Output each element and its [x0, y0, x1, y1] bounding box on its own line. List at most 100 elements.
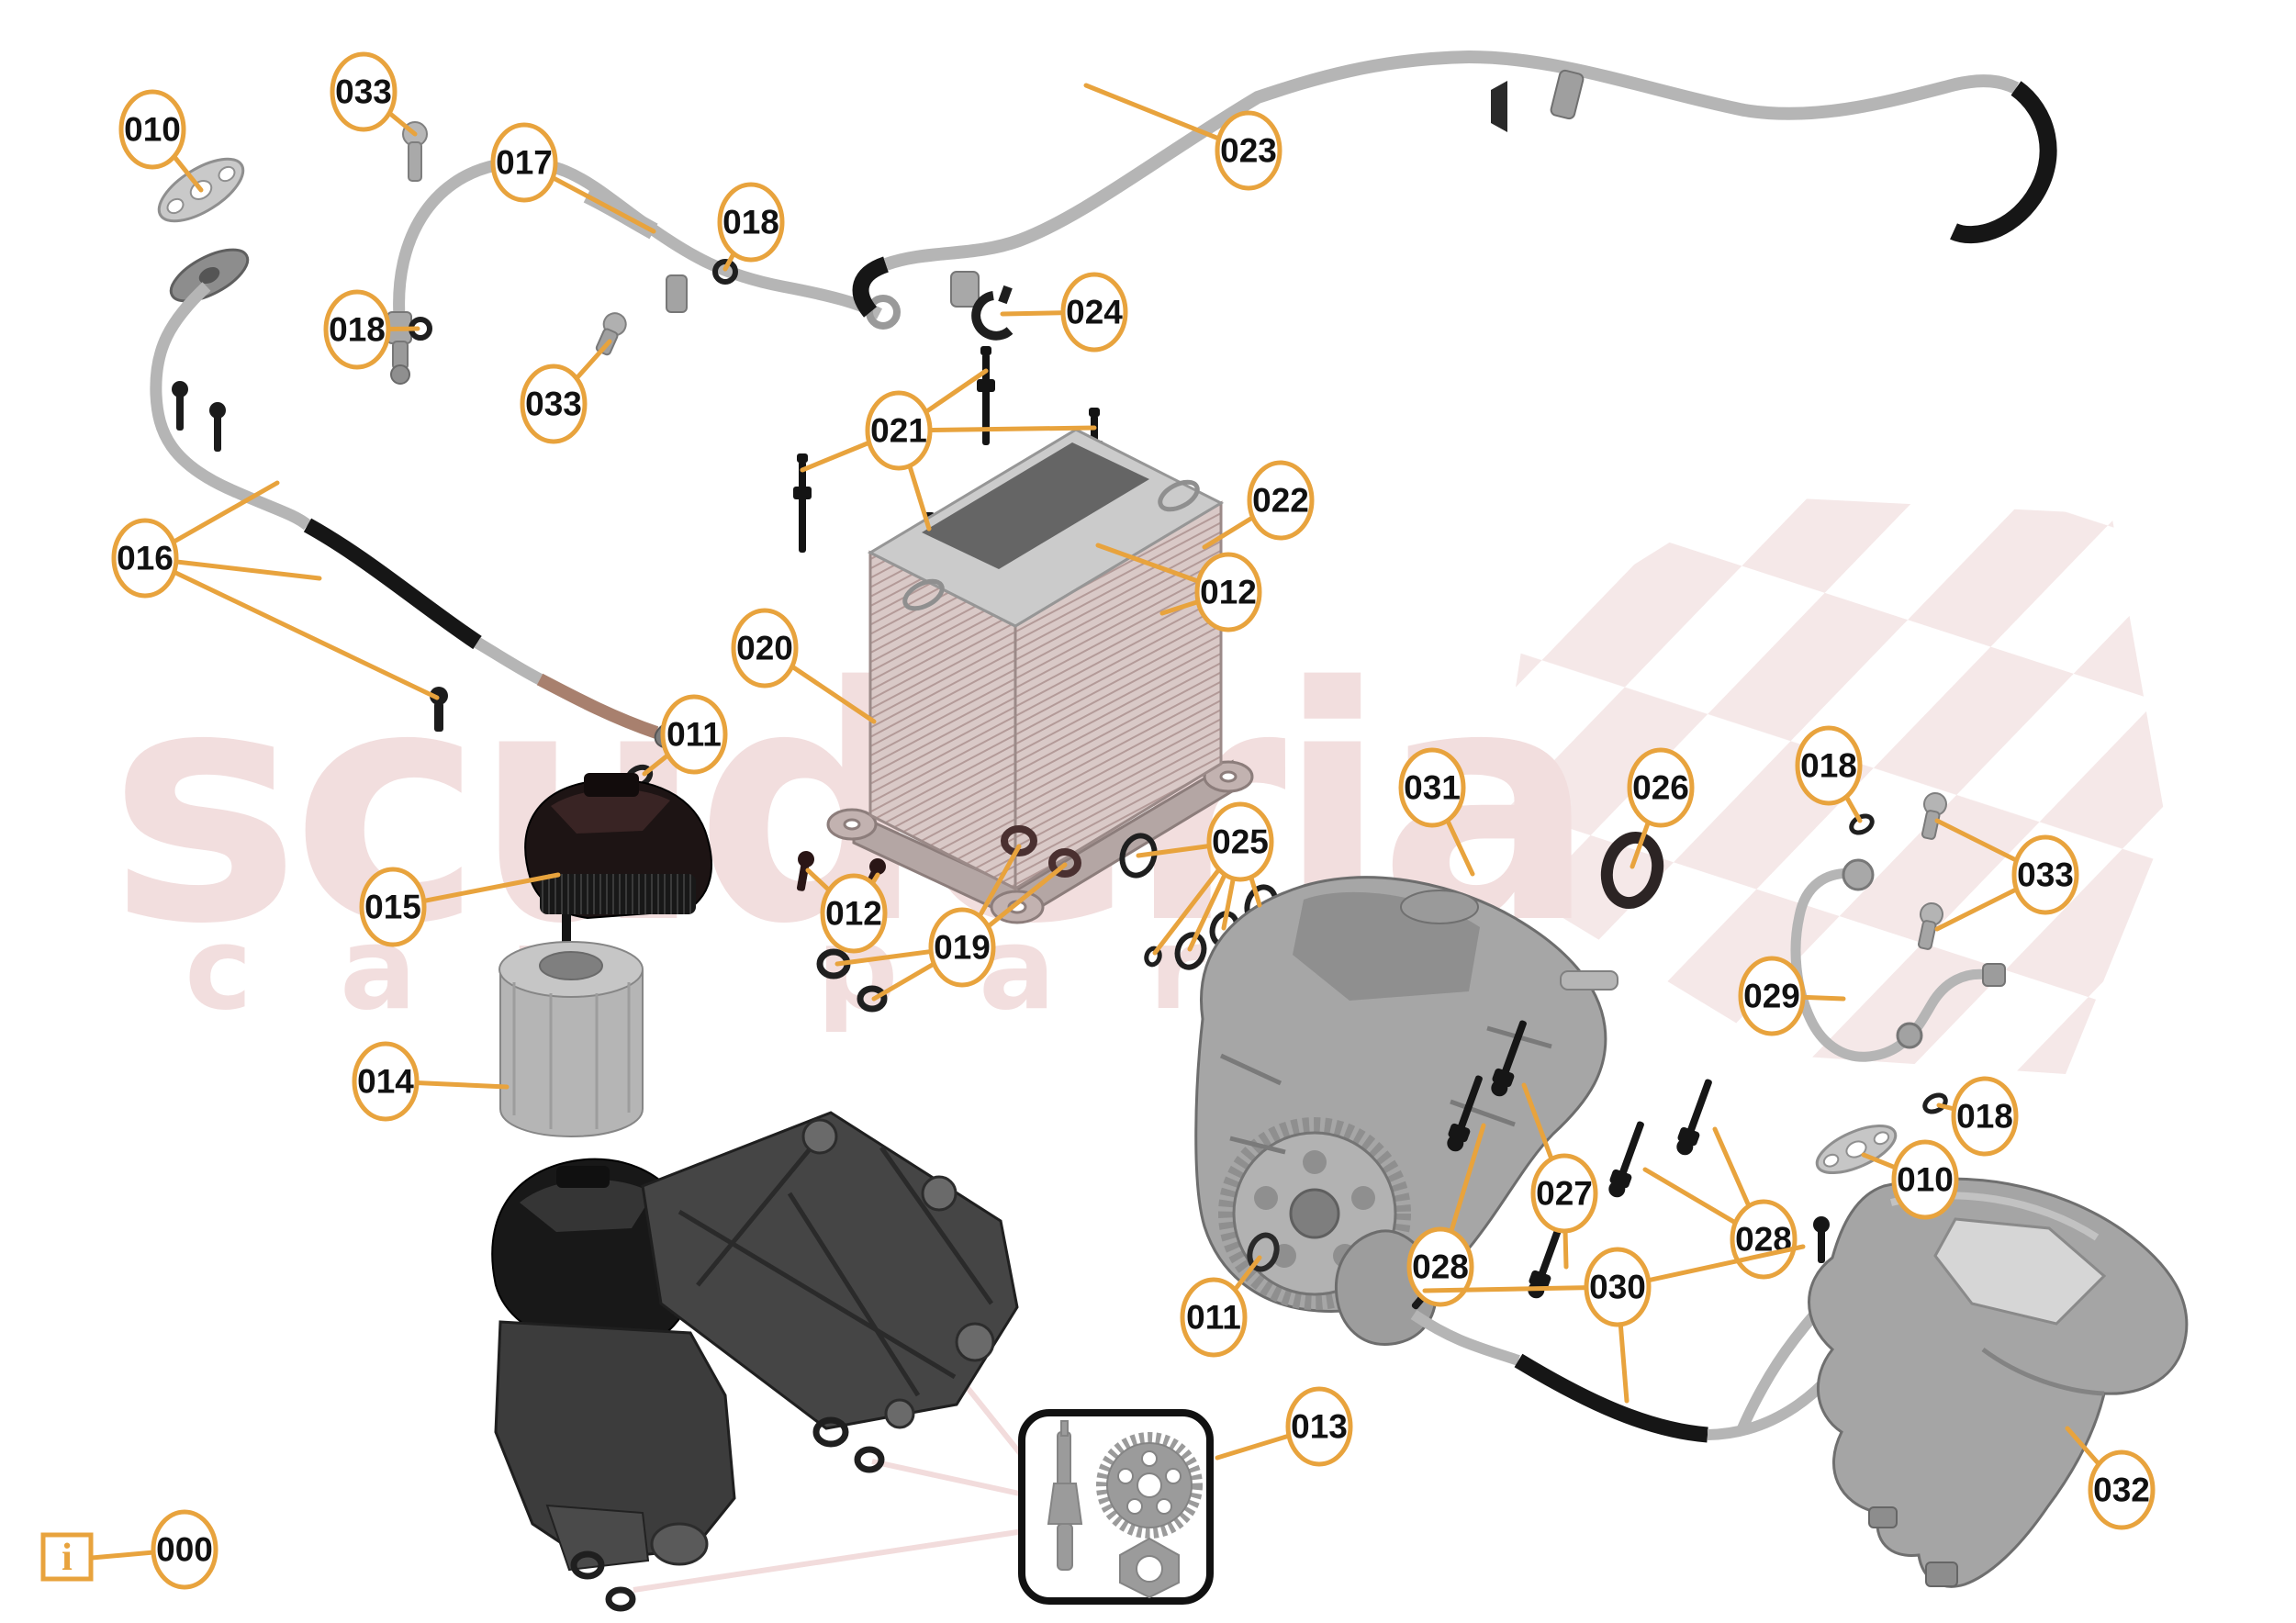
callout-027[interactable]: 027	[1521, 1082, 1598, 1270]
oring-bottom	[1247, 1232, 1280, 1272]
info-icon[interactable]: i	[40, 1532, 94, 1582]
sealing-ring-mid	[712, 259, 738, 285]
callout-number: 032	[2093, 1472, 2150, 1509]
callout-032[interactable]: 032	[2065, 1426, 2156, 1530]
callout-bubble[interactable]	[1951, 1076, 2019, 1157]
callout-bubble[interactable]	[1795, 725, 1863, 806]
callout-bubble[interactable]	[520, 364, 588, 444]
callout-012[interactable]: 012	[1095, 543, 1262, 632]
callout-bubble[interactable]	[1285, 1386, 1353, 1467]
callout-bubble[interactable]	[1215, 110, 1282, 191]
callout-010[interactable]: 010	[118, 89, 204, 193]
callout-bubble[interactable]	[820, 873, 888, 954]
callout-bubble[interactable]	[1738, 956, 1806, 1036]
callout-022[interactable]: 022	[1202, 460, 1315, 550]
callout-011[interactable]: 011	[1180, 1255, 1262, 1358]
callout-033[interactable]: 033	[1934, 818, 2079, 932]
cooler-flange-tabs	[826, 760, 1254, 924]
callout-bubble[interactable]	[118, 89, 186, 170]
callout-number: 016	[117, 540, 174, 577]
callout-bubble[interactable]	[1627, 747, 1695, 828]
callout-number: 019	[934, 929, 991, 967]
callout-bubble[interactable]	[731, 608, 799, 688]
callout-number: 031	[1404, 769, 1461, 807]
callout-bubble[interactable]	[1247, 460, 1315, 541]
callout-bubble[interactable]	[1206, 801, 1274, 882]
callout-number: 025	[1212, 823, 1269, 861]
callout-bubble[interactable]	[1194, 552, 1262, 632]
callout-number: 010	[124, 111, 181, 149]
callout-bubble[interactable]	[2011, 834, 2079, 915]
oil-filter-element	[498, 941, 644, 1138]
callout-018[interactable]: 018	[323, 289, 420, 370]
callout-028[interactable]: 028	[1406, 1123, 1486, 1307]
feed-pipe-fitting-mid	[666, 274, 688, 313]
callout-024[interactable]: 024	[1000, 272, 1128, 353]
callout-031[interactable]: 031	[1398, 747, 1475, 877]
callout-011[interactable]: 011	[642, 694, 728, 777]
callout-033[interactable]: 033	[330, 51, 418, 137]
callout-016[interactable]: 016	[111, 480, 440, 700]
banjo-bolts-right	[1917, 792, 1947, 950]
callout-029[interactable]: 029	[1738, 956, 1846, 1036]
callout-number: 033	[335, 73, 392, 111]
drain-pipe-studs	[172, 381, 226, 452]
callout-018[interactable]: 018	[1795, 725, 1863, 823]
callout-number: 028	[1412, 1248, 1469, 1286]
callout-bubble[interactable]	[1891, 1139, 1959, 1220]
callout-bubble[interactable]	[490, 122, 558, 203]
orings-cooler	[816, 825, 1081, 1013]
callout-bubble[interactable]	[352, 1041, 420, 1122]
callout-bubble[interactable]	[1406, 1226, 1474, 1307]
hose-clip	[971, 285, 1014, 341]
oil-return-pipe-right	[1790, 858, 2006, 1062]
callout-bubble[interactable]	[359, 867, 427, 947]
callout-018[interactable]: 018	[717, 182, 785, 272]
coolant-pipe-top	[852, 50, 2057, 318]
callout-023[interactable]: 023	[1083, 83, 1282, 191]
pipe-bracket	[1550, 69, 1585, 120]
callout-number: 018	[1956, 1098, 2013, 1136]
callout-leader-line	[142, 555, 440, 700]
callout-018[interactable]: 018	[1936, 1076, 2019, 1157]
callout-number: 014	[357, 1063, 414, 1101]
callout-000[interactable]: 000	[89, 1509, 218, 1590]
callout-bubble[interactable]	[1398, 747, 1466, 828]
service-kit-box	[1018, 1409, 1214, 1605]
callout-number: 012	[825, 895, 882, 933]
callout-bubble[interactable]	[111, 518, 179, 599]
callout-bubble[interactable]	[1060, 272, 1128, 353]
callout-013[interactable]: 013	[1215, 1386, 1353, 1467]
callout-bubble[interactable]	[1584, 1247, 1652, 1327]
callout-bubble[interactable]	[717, 182, 785, 263]
callout-021[interactable]: 021	[800, 368, 1097, 532]
feed-pipe-fitting-left	[386, 311, 412, 385]
callout-bubble[interactable]	[865, 390, 933, 471]
callout-number: 024	[1066, 294, 1123, 331]
callout-025[interactable]: 025	[1136, 801, 1274, 956]
callout-030[interactable]: 030	[1422, 1244, 1806, 1404]
callout-bubble[interactable]	[2088, 1450, 2156, 1530]
callout-bubble[interactable]	[1530, 1153, 1598, 1234]
callout-bubble[interactable]	[1180, 1277, 1248, 1358]
callout-019[interactable]: 019	[834, 844, 1068, 1002]
callout-033[interactable]: 033	[520, 339, 612, 444]
callout-017[interactable]: 017	[490, 122, 656, 234]
callout-bubble[interactable]	[151, 1509, 218, 1590]
callout-bubble[interactable]	[928, 907, 996, 988]
callout-020[interactable]: 020	[731, 608, 877, 724]
callout-number: 010	[1897, 1161, 1954, 1199]
callout-012[interactable]: 012	[805, 867, 888, 954]
callout-number: 029	[1743, 978, 1800, 1015]
callout-number: 022	[1252, 482, 1309, 520]
callout-015[interactable]: 015	[359, 867, 561, 947]
callout-number: 018	[1800, 747, 1857, 785]
callout-bubble[interactable]	[323, 289, 391, 370]
callout-bubble[interactable]	[660, 694, 728, 775]
callout-bubble[interactable]	[330, 51, 398, 132]
oil-filter-cap	[524, 773, 712, 968]
callout-026[interactable]: 026	[1627, 747, 1695, 869]
callout-010[interactable]: 010	[1861, 1139, 1959, 1220]
oil-cooler	[826, 428, 1254, 924]
callout-014[interactable]: 014	[352, 1041, 510, 1122]
